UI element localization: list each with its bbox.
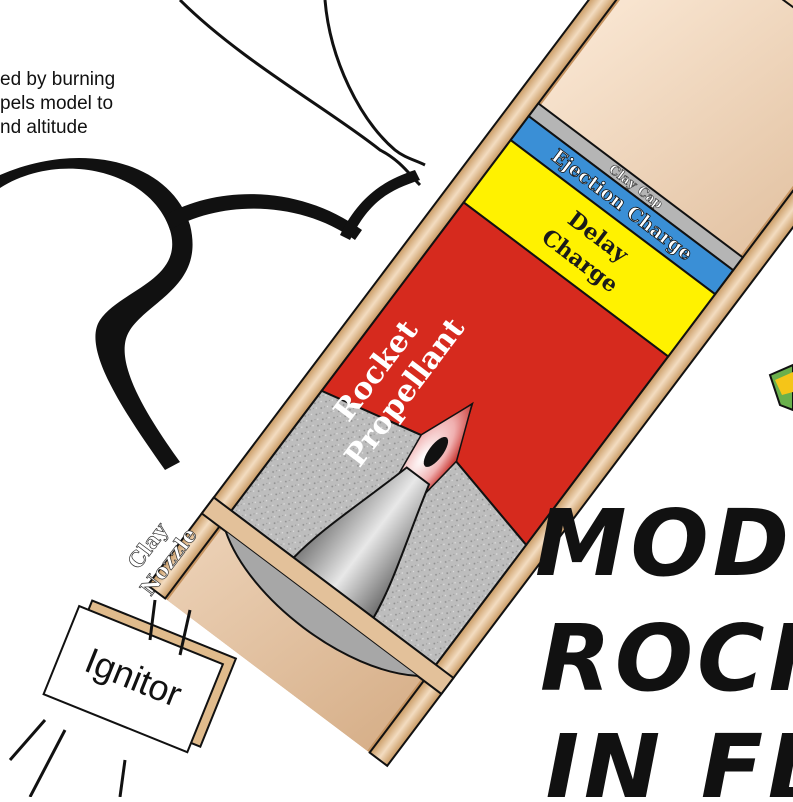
title-line-3: IN FLI [545,715,793,797]
title-line-1: MODE [535,490,793,597]
description-text: ed by burning pels model to nd altitude [0,68,240,140]
fuse-wires [178,0,426,187]
badge-icon [768,363,793,412]
ignitor-leads [8,599,192,798]
title-line-2: ROCKE [540,605,793,712]
cable-loop [0,157,420,470]
description-line: ed by burning [0,69,116,90]
description-line: pels model to [0,93,114,114]
engine-casing: Clay Cap Ejection Charge Delay Charge [146,0,793,768]
description-line: nd altitude [0,117,88,138]
